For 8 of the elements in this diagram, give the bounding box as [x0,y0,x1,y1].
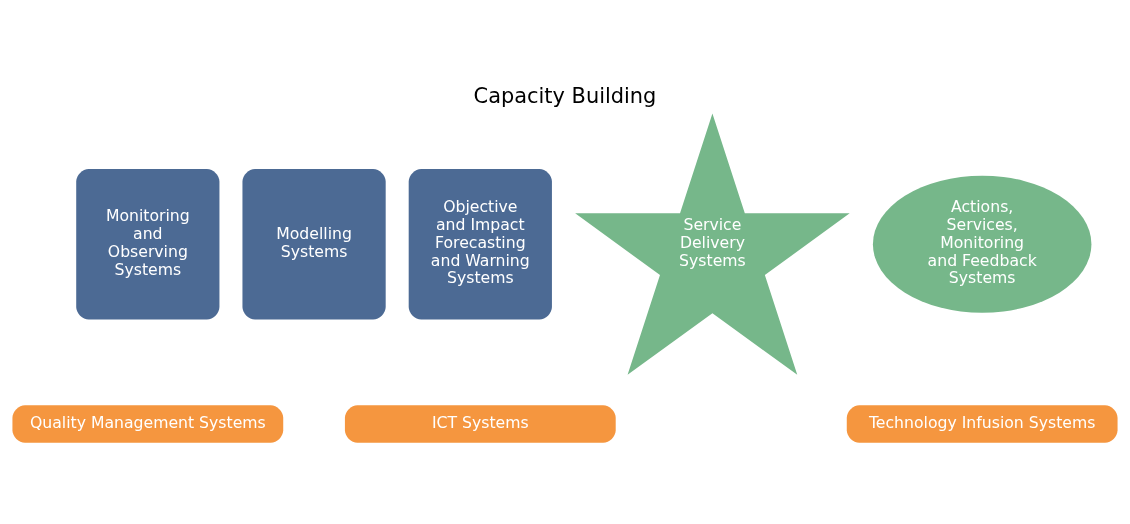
node-box: Technology Infusion Systems [846,404,1118,443]
node-box: Monitoring and Observing Systems [76,168,220,319]
node-box: Objective and Impact Forecasting and Warning Systems [408,168,552,319]
node-box: Quality Management Systems [12,404,284,443]
node-box: ICT Systems [344,404,616,443]
node-ellipse: Actions, Services, Monitoring and Feedback Systems [872,175,1092,313]
node-box: Modelling Systems [242,168,386,319]
diagram-title: Capacity Building [473,83,657,108]
